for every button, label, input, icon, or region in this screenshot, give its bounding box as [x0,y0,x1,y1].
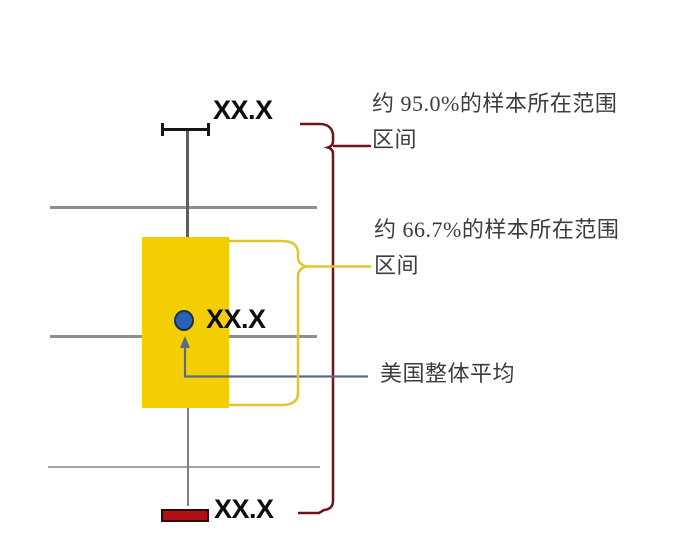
annotation-us-average: 美国整体平均 [380,361,516,386]
lower-whisker-stem [187,408,189,506]
mean-marker-dot [174,310,194,331]
mean-value-label: XX.X [206,304,266,334]
annotation-range95-line2: 区间 [372,127,418,152]
top-value-label: XX.X [213,95,273,125]
annotation-range66-line1: 约 66.7%的样本所在范围 [374,217,620,242]
annotation-range95-line1: 约 95.0%的样本所在范围 [372,91,618,116]
annotation-range95: 约 95.0%的样本所在范围 区间 [372,86,617,158]
whisker-cap-tick-right [207,123,210,136]
annotation-range66-line2: 区间 [374,253,420,278]
brace-95-path [298,122,335,515]
bottom-value-marker [161,509,209,522]
gridline-lower [48,466,320,468]
annotation-range66: 约 66.7%的样本所在范围 区间 [374,212,619,284]
whisker-cap-tick-left [161,123,164,136]
gridline-upper [50,206,317,209]
upper-whisker-cap [161,128,210,131]
bottom-value-label: XX.X [214,494,274,524]
upper-whisker-stem [186,130,189,238]
